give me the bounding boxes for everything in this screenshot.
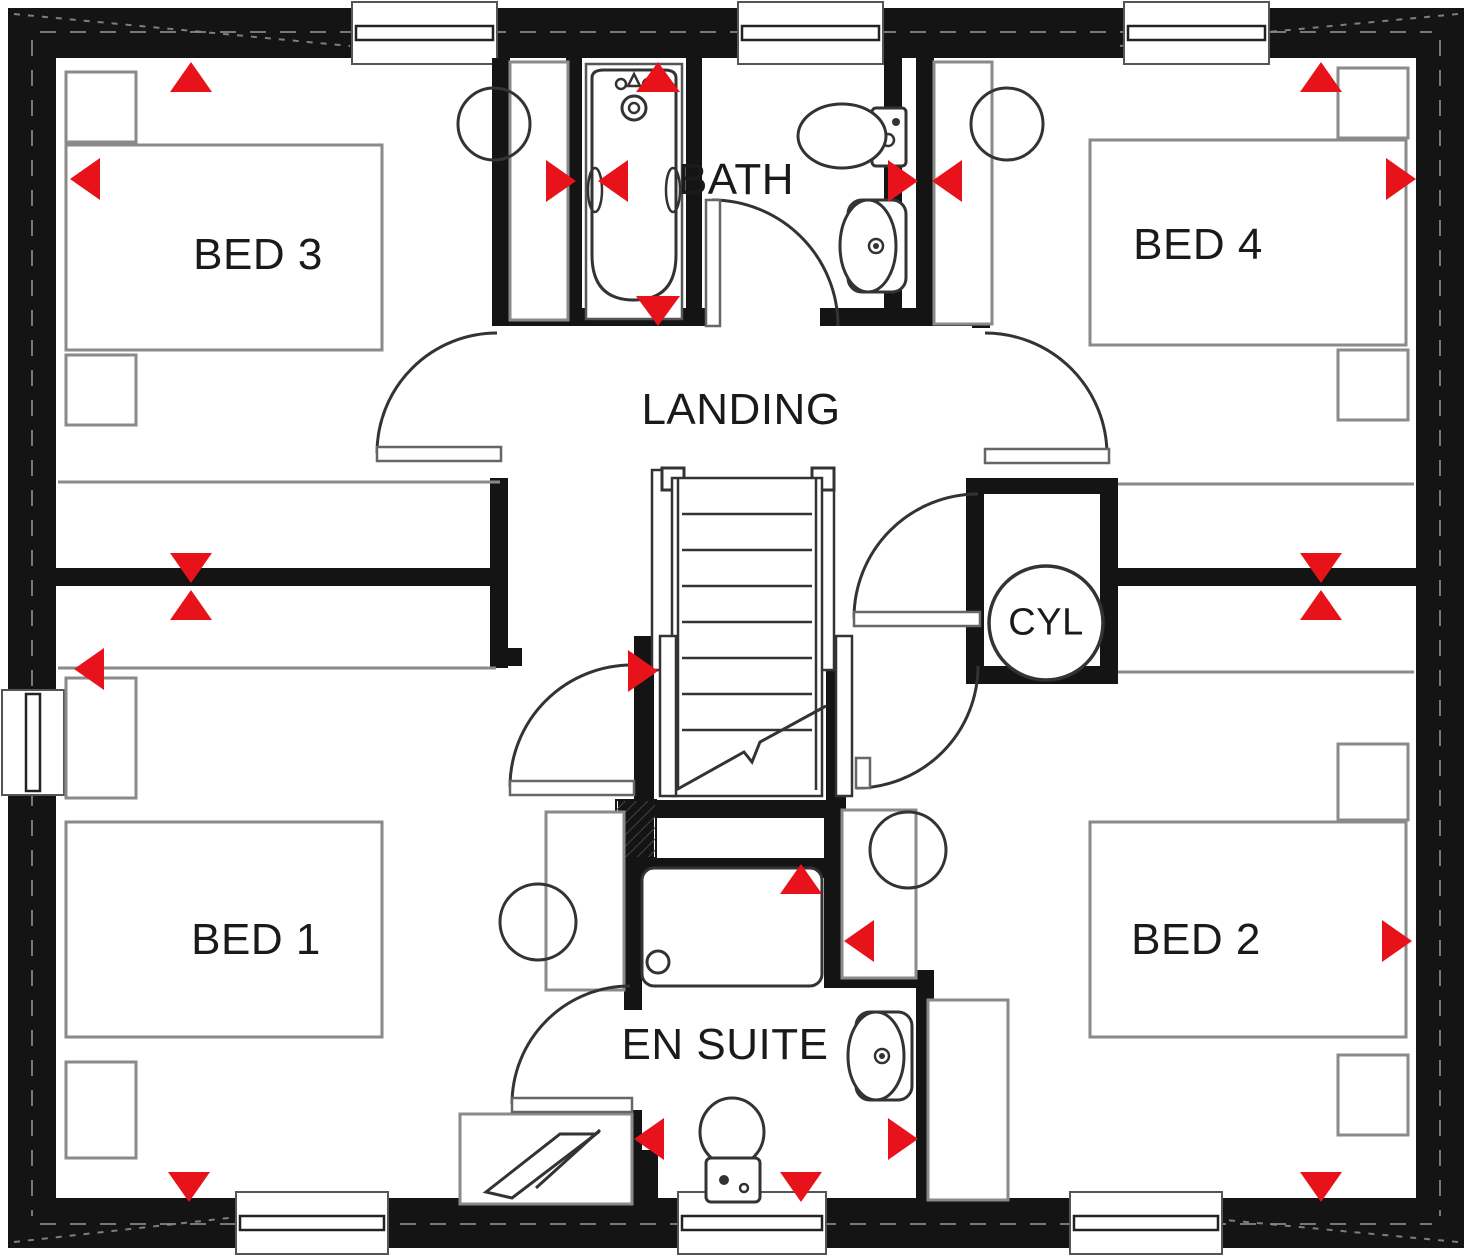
dimension-markers bbox=[70, 62, 1416, 1202]
staircase bbox=[650, 466, 854, 798]
hot-water-cylinder bbox=[987, 564, 1105, 682]
bed-2-double bbox=[1088, 820, 1408, 1039]
ensuite-shower-tray bbox=[640, 866, 824, 988]
ensuite-basin bbox=[846, 1010, 914, 1102]
bed-4-double bbox=[1088, 138, 1408, 347]
en-suite-desk-symbol bbox=[482, 1128, 602, 1200]
furniture bbox=[58, 60, 1414, 1206]
bed-3-double bbox=[64, 143, 384, 352]
bathtub bbox=[584, 62, 684, 321]
cupboard-swing-circles bbox=[456, 86, 1045, 962]
bed-1-double bbox=[64, 820, 384, 1039]
ensuite-toilet bbox=[698, 1096, 766, 1204]
bath-toilet bbox=[796, 102, 908, 170]
doors bbox=[375, 198, 1111, 1114]
bath-basin bbox=[838, 198, 908, 294]
